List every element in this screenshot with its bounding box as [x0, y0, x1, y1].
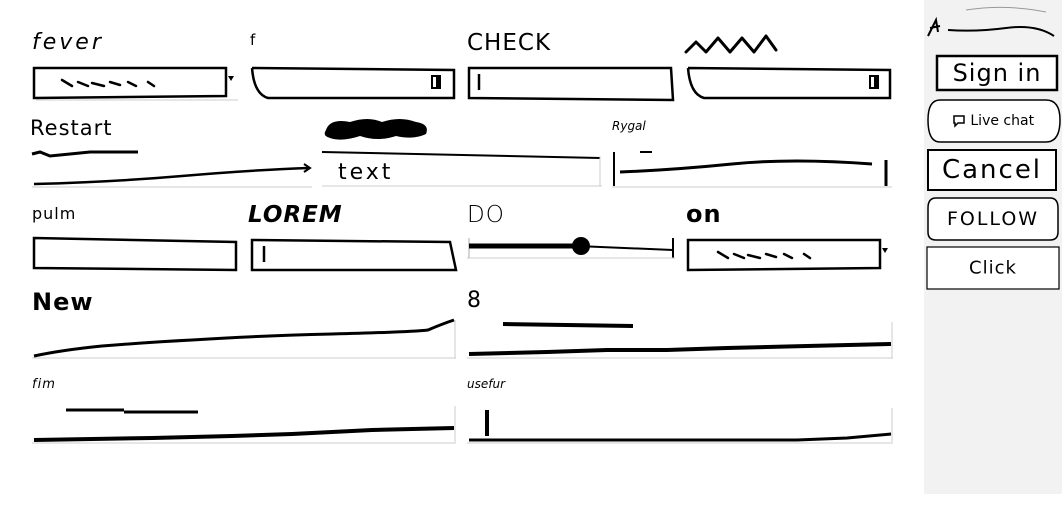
- livechat-button[interactable]: Live chat: [926, 98, 1061, 144]
- f-dropdown[interactable]: [250, 64, 456, 102]
- do-slider[interactable]: [467, 236, 675, 260]
- signin-button-label: Sign in: [952, 59, 1042, 87]
- follow-button-label: FOLLOW: [946, 208, 1040, 230]
- sidebar: Sign in Live chat Cancel FOLLOW Click: [924, 0, 1062, 494]
- do-label: DO: [467, 202, 505, 228]
- chat-bubble-icon: [952, 114, 966, 128]
- rygal-label: Rygal: [612, 119, 646, 133]
- check-input[interactable]: [467, 66, 675, 102]
- on-label: on: [686, 200, 722, 228]
- lorem-input[interactable]: [250, 238, 458, 272]
- pulm-input[interactable]: [32, 236, 238, 272]
- new-line-chart: [32, 318, 456, 360]
- usefur-label: usefur: [467, 377, 506, 391]
- cancel-button[interactable]: Cancel: [926, 148, 1058, 192]
- f-label: f: [250, 31, 257, 49]
- restart-line-chart: [32, 160, 312, 188]
- fever-dropdown[interactable]: [32, 66, 238, 102]
- livechat-button-label: Live chat: [970, 113, 1035, 129]
- fim-label: fim: [32, 377, 56, 392]
- new-label: New: [32, 288, 94, 316]
- lorem-label: LOREM: [248, 202, 343, 228]
- signin-button[interactable]: Sign in: [935, 54, 1059, 92]
- pulm-label: pulm: [32, 204, 77, 223]
- form-canvas: fever f CHECK Restart: [30, 30, 893, 444]
- blob-label-icon: [324, 119, 427, 140]
- check-label: CHECK: [467, 30, 552, 56]
- rygal-line-chart: [612, 148, 892, 188]
- sidebar-header-scribble: [927, 6, 1055, 37]
- zigzag-dropdown[interactable]: [686, 64, 892, 102]
- on-dropdown[interactable]: [686, 238, 892, 274]
- click-button[interactable]: Click: [926, 246, 1060, 290]
- do-slider-thumb[interactable]: [571, 237, 590, 255]
- eight-label: 8: [467, 288, 482, 313]
- eight-bar-chart: [467, 320, 893, 360]
- fever-label: fever: [32, 30, 104, 55]
- restart-label: Restart: [30, 116, 113, 140]
- blob-textarea-value: text: [338, 160, 394, 185]
- blob-textarea[interactable]: text: [321, 148, 602, 188]
- cancel-button-label: Cancel: [941, 155, 1043, 185]
- click-button-label: Click: [969, 257, 1017, 279]
- zigzag-label-icon: [684, 34, 778, 54]
- fim-bar-chart: [32, 404, 456, 444]
- follow-button[interactable]: FOLLOW: [926, 196, 1060, 242]
- restart-label-underline: [31, 150, 138, 158]
- usefur-bar-chart: [467, 406, 893, 444]
